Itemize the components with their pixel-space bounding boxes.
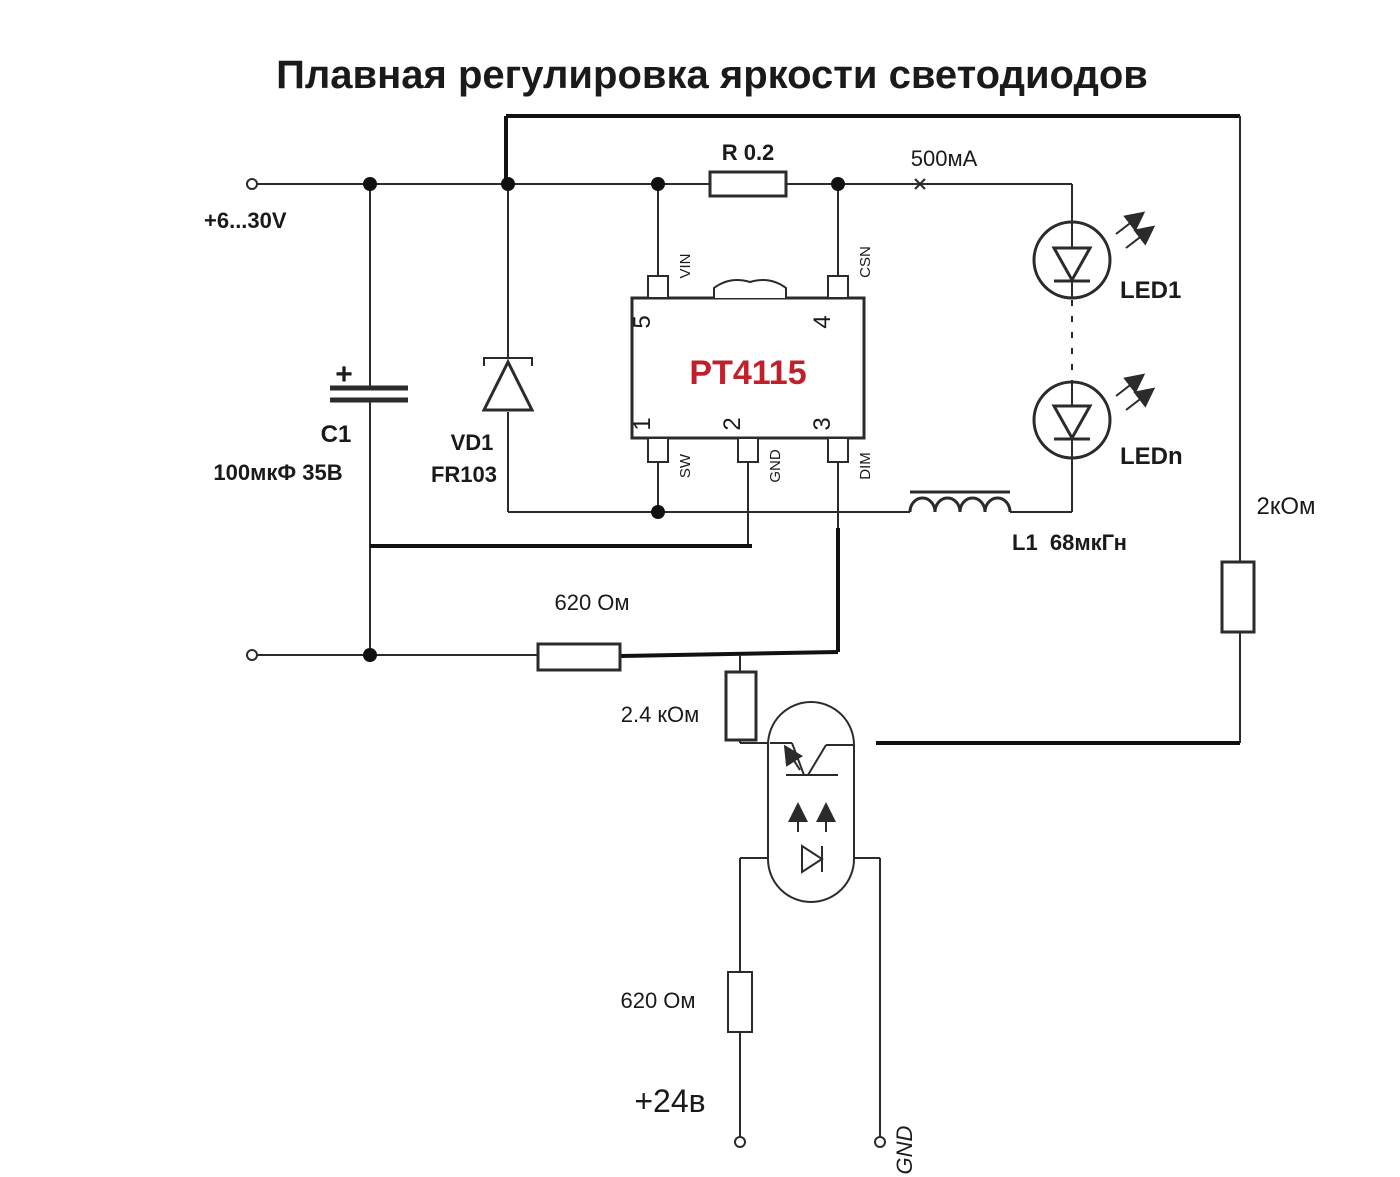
gnd-terminal xyxy=(874,1136,886,1148)
pin-1-name: SW xyxy=(677,453,694,478)
supply-label: +6...30V xyxy=(204,208,287,233)
chip-name: PT4115 xyxy=(689,354,806,392)
diode-part: FR103 xyxy=(431,462,497,487)
supply-plus-terminal xyxy=(246,178,258,190)
resistor-2k: 2кОм xyxy=(1220,493,1316,634)
pin-1-number: 1 xyxy=(629,417,656,430)
pin-5-number: 5 xyxy=(629,315,656,328)
led-1: LED1 xyxy=(1032,211,1181,304)
diagram-title: Плавная регулировка яркости светодиодов xyxy=(276,53,1148,97)
pin-5-name: VIN xyxy=(677,253,694,278)
current-label: 500мА xyxy=(911,146,978,171)
chip-pt4115: PT4115 5 4 1 2 3 VIN CSN SW GND DIM xyxy=(629,246,874,483)
capacitor-polarity: + xyxy=(335,358,353,391)
pin-4-name: CSN xyxy=(857,246,874,278)
resistor-2k-label: 2кОм xyxy=(1256,493,1315,520)
capacitor-value: 100мкФ 35В xyxy=(213,460,342,485)
resistor-2-4k-label: 2.4 кОм xyxy=(621,702,700,727)
capacitor-c1: + C1 100мкФ 35В xyxy=(213,358,408,485)
terminals xyxy=(246,178,886,1148)
inductor-label: L1 68мкГн xyxy=(1012,530,1127,555)
pin-3-number: 3 xyxy=(809,417,836,430)
pin-2-number: 2 xyxy=(719,417,746,430)
resistor-620-top: 620 Ом xyxy=(536,590,630,672)
led-1-label: LED1 xyxy=(1120,277,1181,304)
resistor-2-4k: 2.4 кОм xyxy=(621,670,758,742)
diode-vd1: VD1 FR103 xyxy=(431,357,535,487)
pin-3-name: DIM xyxy=(857,452,874,480)
resistor-620-top-label: 620 Ом xyxy=(554,590,629,615)
resistor-620-bottom: 620 Ом xyxy=(620,971,753,1033)
plus24-terminal xyxy=(734,1136,746,1148)
resistor-sense: R 0.2 xyxy=(708,140,788,198)
current-marker: 500мА xyxy=(911,146,978,190)
junction-dots xyxy=(363,177,845,662)
pin-2-name: GND xyxy=(767,449,784,483)
supply-minus-terminal xyxy=(246,649,258,661)
inductor-l1: L1 68мкГн xyxy=(908,490,1127,555)
resistor-620-bottom-label: 620 Ом xyxy=(620,988,695,1013)
led-n: LEDn xyxy=(1032,373,1183,470)
capacitor-ref: C1 xyxy=(321,421,352,448)
input-gnd-label: GND xyxy=(892,1125,917,1174)
pin-4-number: 4 xyxy=(809,315,836,328)
optocoupler xyxy=(767,701,855,903)
diode-ref: VD1 xyxy=(451,430,494,455)
led-n-label: LEDn xyxy=(1120,443,1183,470)
wires xyxy=(256,114,1241,1138)
resistor-sense-label: R 0.2 xyxy=(722,140,775,165)
input-plus24-label: +24в xyxy=(634,1083,705,1119)
